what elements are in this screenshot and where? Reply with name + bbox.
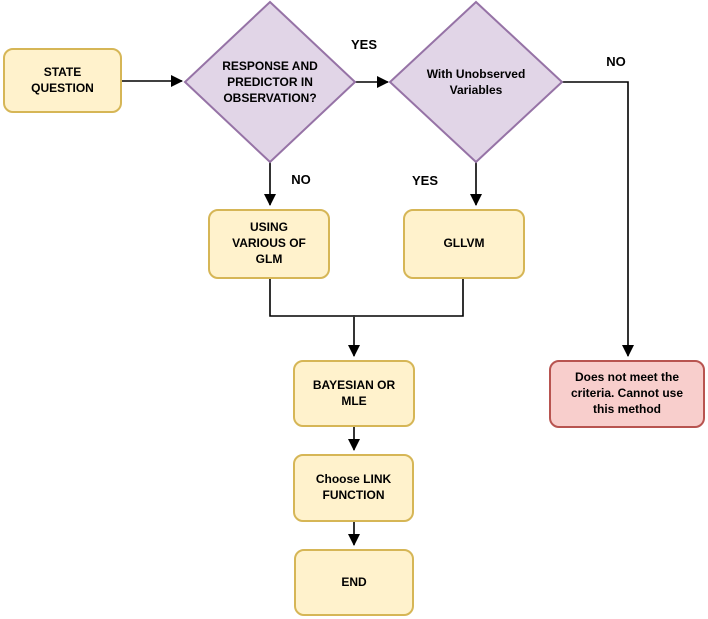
node-gllvm-label: GLLVM [443, 236, 485, 251]
edge-label-no-decision1: NO [291, 172, 311, 187]
node-state-question: STATE QUESTION [3, 48, 122, 113]
node-using-various-of-glm: USING VARIOUS OF GLM [208, 209, 330, 279]
node-state-question-label: STATE QUESTION [31, 64, 94, 95]
node-reject-criteria: Does not meet the criteria. Cannot use t… [549, 360, 705, 428]
edge-label-yes-decision2: YES [411, 173, 438, 188]
edge-glm-to-merge [269, 279, 353, 317]
node-end-label: END [341, 574, 367, 589]
node-choose-link-function: Choose LINK FUNCTION [293, 454, 414, 522]
node-link-function-label: Choose LINK FUNCTION [315, 472, 392, 502]
edge-decision2-no-to-reject [562, 81, 634, 357]
node-glm-label: USING VARIOUS OF GLM [232, 220, 306, 266]
edge-label-no-right: NO [606, 54, 626, 69]
node-bayesian-or-mle: BAYESIAN OR MLE [293, 360, 415, 427]
decision-unobserved-variables-shape [388, 0, 564, 164]
node-reject-label: Does not meet the criteria. Cannot use t… [570, 370, 684, 416]
node-bayesian-label: BAYESIAN OR MLE [312, 377, 396, 408]
node-gllvm: GLLVM [403, 209, 525, 279]
decision-response-predictor-shape [183, 0, 357, 164]
edge-gllvm-to-merge [355, 279, 464, 317]
node-end: END [294, 549, 414, 616]
edge-label-yes-top: YES [350, 37, 377, 52]
